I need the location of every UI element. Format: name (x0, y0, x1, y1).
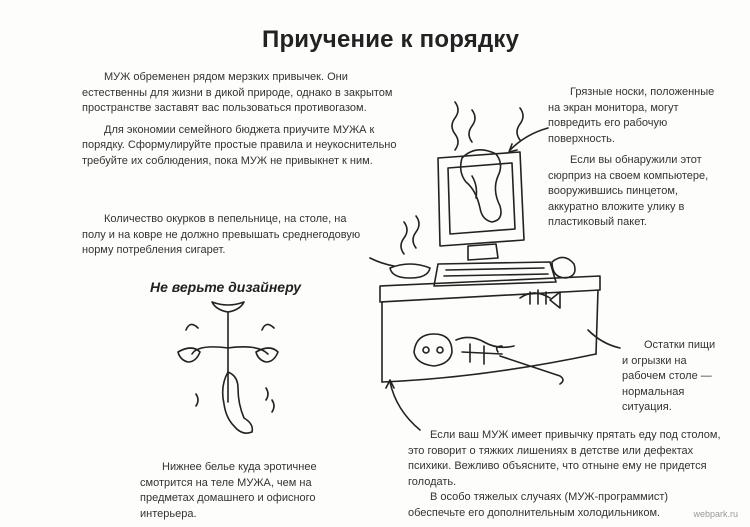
keyboard-keys (443, 267, 549, 277)
desk-bottom (381, 353, 597, 383)
intro-text: МУЖ обременен рядом мерзких привычек. Он… (82, 70, 400, 169)
mouse (551, 256, 576, 279)
arrow-to-bones (389, 381, 421, 431)
monitor-screen (447, 162, 516, 235)
socks-paragraph-2: Если вы обнаружили этот сюрприз на своем… (548, 154, 709, 228)
smoke-line (400, 221, 408, 255)
fish-bones (519, 289, 551, 305)
page-title: Приучение к порядку (262, 26, 520, 53)
arrow-to-desk (587, 329, 621, 349)
arrow-to-ashtray (369, 257, 395, 267)
rib-bones (455, 336, 515, 365)
food-remains-text: Остатки пищи и огрызки на рабочем столе … (622, 338, 722, 416)
skull-eye (422, 346, 430, 354)
keyboard (433, 261, 557, 287)
food-remains-paragraph: Остатки пищи и огрызки на рабочем столе … (622, 339, 716, 413)
stink-line (516, 107, 524, 141)
lamp-shade-left (177, 347, 201, 363)
arrow-head (508, 143, 518, 153)
underwear-paragraph: Нижнее белье куда эротичнее смотрится на… (140, 461, 317, 520)
stink-line (468, 109, 476, 143)
monitor (437, 151, 525, 247)
designer-heading: Не верьте дизайнеру (150, 279, 302, 295)
watermark: webpark.ru (693, 509, 738, 519)
arrow-head (385, 379, 395, 389)
hiding-food-paragraph-1: Если ваш МУЖ имеет привычку прятать еду … (408, 429, 721, 488)
stink-line (451, 101, 459, 151)
ashtray (389, 263, 431, 279)
stink-line (195, 387, 275, 413)
arrow-to-monitor (509, 127, 549, 151)
hiding-food-paragraph-2: В особо тяжелых случаях (МУЖ-программист… (408, 491, 669, 519)
lamp-shade-right (255, 347, 279, 363)
fish-tail (549, 291, 561, 309)
sock (459, 149, 502, 223)
hanging-underwear (185, 323, 275, 331)
underwear-text: Нижнее белье куда эротичнее смотрится на… (140, 460, 320, 522)
long-bone (495, 345, 564, 385)
desk-top (379, 275, 601, 303)
smoke-line (412, 215, 420, 249)
socks-text: Грязные носки, положенные на экран монит… (548, 85, 716, 231)
intro-paragraph-1: МУЖ обременен рядом мерзких привычек. Он… (82, 71, 393, 114)
skull (413, 333, 453, 367)
stocking (221, 371, 254, 434)
skull-eye (436, 346, 444, 354)
chandelier-top (211, 301, 245, 313)
intro-paragraph-2: Для экономии семейного бюджета приучите … (82, 123, 397, 167)
hiding-food-text: Если ваш МУЖ имеет привычку прятать еду … (408, 428, 726, 521)
cigarettes-paragraph: Количество окурков в пепельнице, на стол… (82, 213, 361, 256)
chandelier-arms (191, 346, 269, 355)
socks-paragraph-1: Грязные носки, положенные на экран монит… (548, 86, 715, 145)
sock-fold (471, 175, 478, 199)
desk-legs (381, 289, 599, 383)
monitor-stand (467, 243, 499, 261)
cigarettes-text: Количество окурков в пепельнице, на стол… (82, 212, 372, 259)
